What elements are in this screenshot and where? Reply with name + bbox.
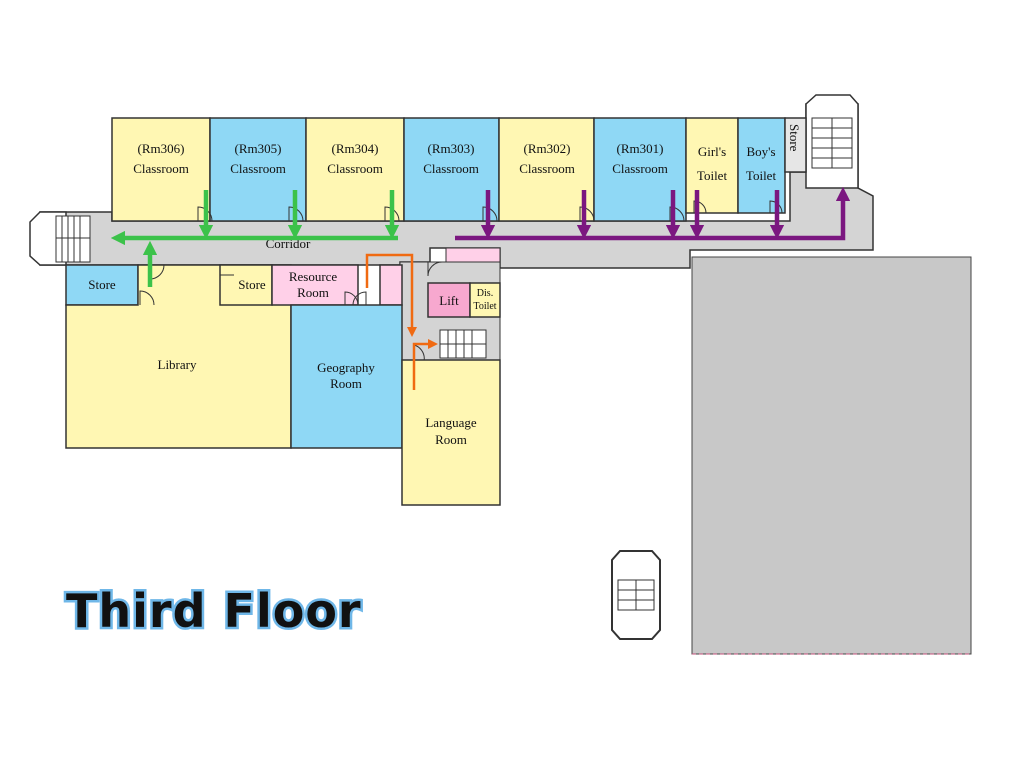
svg-text:Room: Room [330,376,362,391]
svg-text:Room: Room [435,432,467,447]
svg-text:Classroom: Classroom [612,161,668,176]
svg-text:Resource: Resource [289,269,338,284]
svg-text:(Rm304): (Rm304) [332,141,379,156]
svg-text:Classroom: Classroom [519,161,575,176]
room-dis-toilet: Dis. Toilet [469,282,501,318]
svg-text:Geography: Geography [317,360,375,375]
svg-text:(Rm302): (Rm302) [524,141,571,156]
svg-text:Store: Store [787,124,802,152]
svg-text:Library: Library [158,357,197,372]
svg-text:Classroom: Classroom [230,161,286,176]
map-title: Third Floor [66,584,362,638]
svg-text:Store: Store [238,277,266,292]
svg-text:(Rm303): (Rm303) [428,141,475,156]
svg-text:Dis.: Dis. [477,288,493,299]
svg-text:Classroom: Classroom [133,161,189,176]
room-lift: Lift [427,282,471,318]
room-store-mid: Store [219,264,273,306]
svg-text:Classroom: Classroom [423,161,479,176]
svg-text:Language: Language [425,415,476,430]
pink-annex-small [379,264,403,306]
svg-text:Store: Store [88,277,116,292]
room-rm303: (Rm303) Classroom [403,117,500,222]
room-geography: Geography Room [290,304,403,449]
annex-block [691,256,972,655]
stairs-west [55,215,91,263]
svg-text:Toilet: Toilet [746,168,777,183]
room-rm306: (Rm306) Classroom [111,117,211,222]
stairs-central [439,329,487,359]
room-store-vertical: Store [784,117,807,173]
stairs-detached [611,550,661,640]
route-orange-resource-to-stairs [365,253,417,337]
room-store-left: Store [65,264,139,306]
room-rm304: (Rm304) Classroom [305,117,405,222]
route-orange-language-to-stairs [412,339,438,390]
pink-strip [445,247,501,263]
svg-text:(Rm305): (Rm305) [235,141,282,156]
room-resource: Resource Room [271,264,359,306]
svg-text:(Rm306): (Rm306) [138,141,185,156]
room-rm305: (Rm305) Classroom [209,117,307,222]
route-green [110,190,400,287]
room-girls-toilet: Girl's Toilet [685,117,739,214]
room-rm301: (Rm301) Classroom [593,117,687,222]
svg-text:Room: Room [297,285,329,300]
route-orange [365,253,438,390]
room-rm302: (Rm302) Classroom [498,117,595,222]
room-language: Language Room [401,359,501,506]
svg-text:Lift: Lift [439,293,459,308]
route-purple [455,186,851,241]
svg-text:Classroom: Classroom [327,161,383,176]
room-library: Library [65,264,292,449]
svg-text:Boy's: Boy's [746,144,775,159]
svg-text:Toilet: Toilet [697,168,728,183]
svg-text:Toilet: Toilet [473,301,496,312]
svg-text:Girl's: Girl's [698,144,726,159]
svg-text:(Rm301): (Rm301) [617,141,664,156]
stairs-northeast [811,117,853,169]
